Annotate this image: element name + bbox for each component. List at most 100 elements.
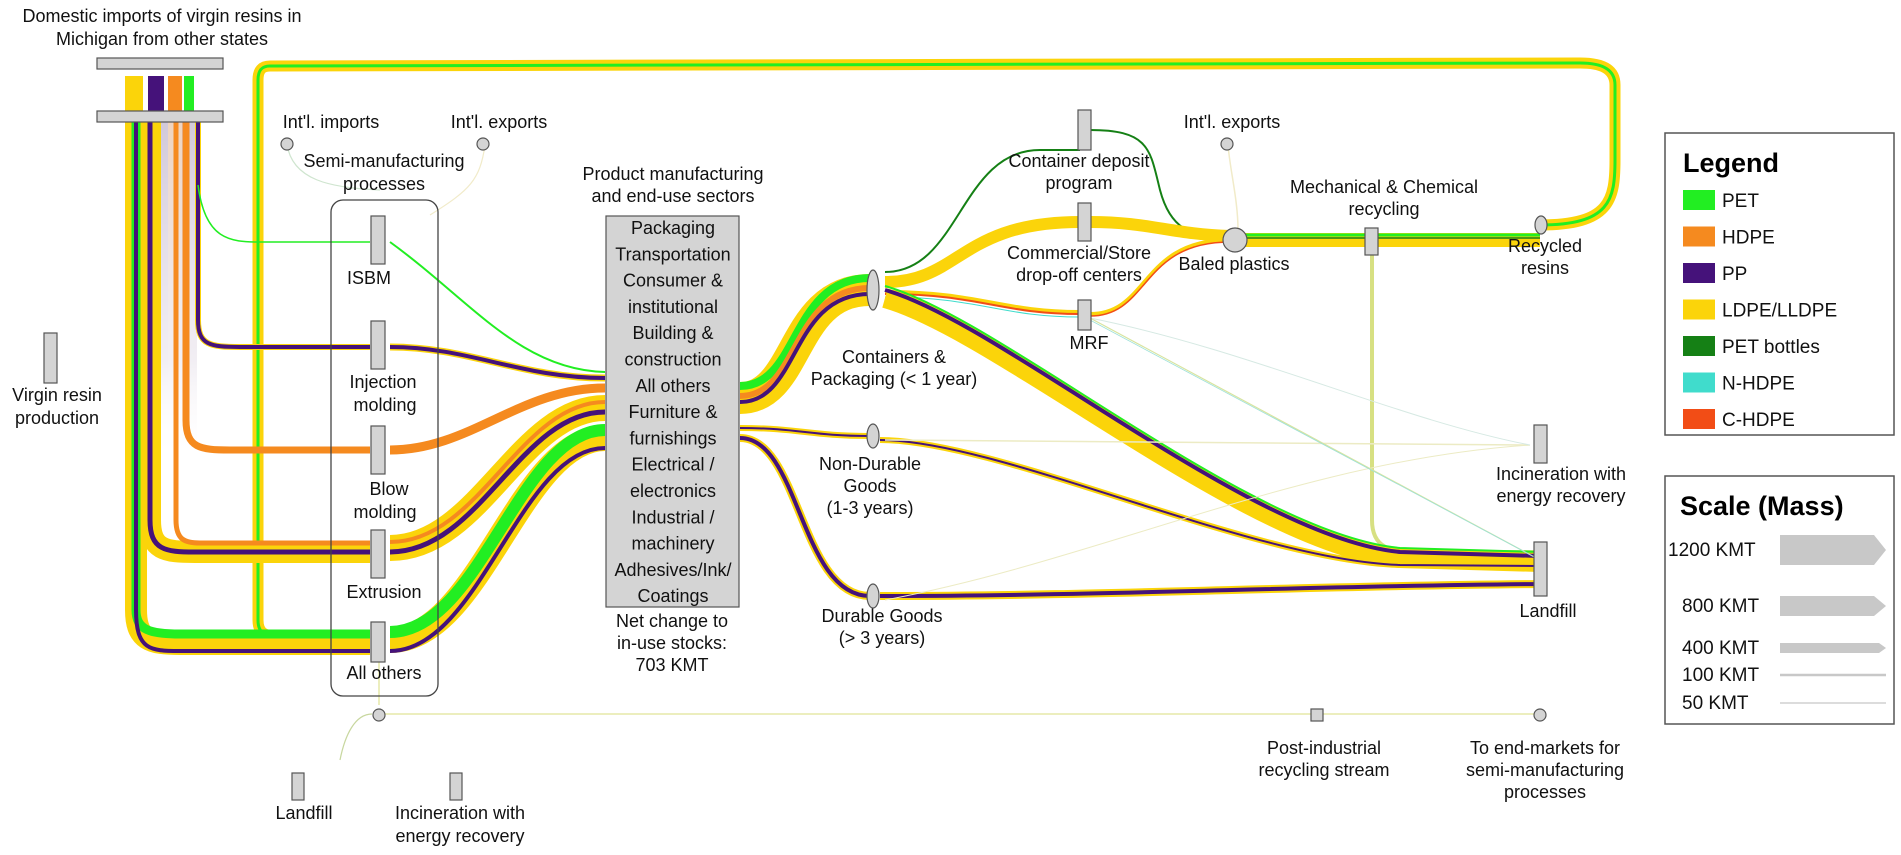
node-mrf xyxy=(1077,299,1092,331)
node-intl-exports-2 xyxy=(1220,137,1234,151)
label-all-others: All others xyxy=(346,663,421,683)
node-product-manufacturing xyxy=(605,215,740,608)
label-extrusion: Extrusion xyxy=(346,582,421,602)
sector-label: All others xyxy=(635,376,710,396)
node-durable xyxy=(866,583,880,609)
flow-mech-landfill xyxy=(1370,252,1540,554)
semi-manufacturing-group xyxy=(330,199,439,697)
label-incin-right-2: energy recovery xyxy=(1496,486,1625,506)
scale-label: 50 KMT xyxy=(1682,693,1749,714)
flow-mrf-baled-red xyxy=(1089,241,1231,317)
sector-label: Transportation xyxy=(615,244,730,264)
flow-blow-product xyxy=(389,383,606,455)
label-endmarkets-3: processes xyxy=(1504,782,1586,802)
node-isbm xyxy=(370,215,386,265)
node-landfill-bottom xyxy=(291,772,305,801)
label-isbm: ISBM xyxy=(347,268,391,288)
flow-bands xyxy=(125,57,1621,761)
flow-containers-landfill-purple xyxy=(884,288,1541,558)
label-landfill-right: Landfill xyxy=(1519,601,1576,621)
legend-swatch xyxy=(1683,372,1715,393)
legend-swatch xyxy=(1683,409,1715,429)
legend-label: C-HDPE xyxy=(1722,410,1795,431)
node-domestic-imports-bottom xyxy=(96,110,224,123)
legend-swatch xyxy=(1683,336,1715,356)
label-durable-2: (> 3 years) xyxy=(839,628,926,648)
scale-label: 800 KMT xyxy=(1682,596,1759,617)
flow-intl-exports xyxy=(429,144,486,216)
label-net-2: in-use stocks: xyxy=(617,633,727,653)
label-baled: Baled plastics xyxy=(1178,254,1289,274)
label-incin-bottom-2: energy recovery xyxy=(395,826,524,846)
flow-virgin-isbm xyxy=(197,184,370,243)
legend-swatch xyxy=(1683,299,1715,320)
legend-label: PET bottles xyxy=(1722,337,1820,358)
node-intl-exports-1 xyxy=(476,137,490,151)
node-extrusion xyxy=(370,529,386,579)
scale-title: Scale (Mass) xyxy=(1680,491,1844,521)
flow-containers-mrf xyxy=(884,290,1081,314)
sector-label: Consumer & xyxy=(623,271,723,291)
node-blow xyxy=(370,425,386,475)
node-injection xyxy=(370,320,386,370)
sector-label: Electrical / xyxy=(631,455,714,475)
flow-thin-mrf-landfill-2 xyxy=(1089,319,1541,561)
sector-label: Building & xyxy=(632,323,713,343)
legend-swatch xyxy=(1683,190,1715,210)
flow-thin-incin-1 xyxy=(884,439,1531,446)
flow-commercial-baled xyxy=(1089,216,1231,242)
flow-virgin-extrusion-purple xyxy=(147,112,370,555)
label-product-1: Product manufacturing xyxy=(582,164,763,184)
flow-virgin-allothers-purple xyxy=(134,112,370,653)
scale-bar xyxy=(1780,643,1886,653)
label-intl-imports: Int'l. imports xyxy=(283,112,379,132)
flow-mrf-baled xyxy=(1089,238,1231,316)
flow-containers-commercial xyxy=(884,216,1081,288)
virgin-import-strip-orange xyxy=(168,76,182,112)
label-semi-1: Semi-manufacturing xyxy=(303,151,464,171)
scale-bar xyxy=(1780,673,1886,677)
legend-title: Legend xyxy=(1683,148,1779,178)
sector-label: Packaging xyxy=(631,218,715,238)
node-incin-right xyxy=(1533,424,1548,464)
node-semi-outflow xyxy=(372,708,386,722)
flow-virgin-injection-purple xyxy=(196,112,370,349)
label-post-2: recycling stream xyxy=(1258,760,1389,780)
label-mrf: MRF xyxy=(1070,333,1109,353)
legend-swatch xyxy=(1683,263,1715,283)
sector-label: machinery xyxy=(631,534,714,554)
legend-label: HDPE xyxy=(1722,228,1775,249)
node-containers xyxy=(866,269,880,311)
label-endmarkets-2: semi-manufacturing xyxy=(1466,760,1624,780)
label-domestic-imports-2: Michigan from other states xyxy=(56,29,268,49)
label-incin-bottom-1: Incineration with xyxy=(395,803,525,823)
flow-durable-landfill-purple xyxy=(879,582,1541,598)
label-post-1: Post-industrial xyxy=(1267,738,1381,758)
sector-label: Industrial / xyxy=(631,507,714,527)
flow-product-nondurable-purple xyxy=(739,427,871,437)
node-end-markets xyxy=(1533,708,1547,722)
label-nondurable-1: Non-Durable xyxy=(819,454,921,474)
label-endmarkets-1: To end-markets for xyxy=(1470,738,1620,758)
flow-product-containers-purple xyxy=(739,292,871,404)
sector-label: Furniture & xyxy=(628,402,717,422)
label-mech-2: recycling xyxy=(1348,199,1419,219)
sector-label: Coatings xyxy=(637,586,708,606)
legend-label: LDPE/LLDPE xyxy=(1722,301,1837,322)
label-incin-right-1: Incineration with xyxy=(1496,464,1626,484)
label-injection-1: Injection xyxy=(349,372,416,392)
flow-injection-product-purple xyxy=(389,345,606,380)
label-blow-1: Blow xyxy=(369,479,409,499)
sector-label: Adhesives/Ink/ xyxy=(614,560,731,580)
flow-extrusion-product-orange xyxy=(389,400,606,544)
sector-label: institutional xyxy=(628,297,718,317)
node-landfill-right xyxy=(1533,541,1548,597)
scale-label: 400 KMT xyxy=(1682,638,1759,659)
label-nondurable-2: Goods xyxy=(843,476,896,496)
flow-nondurable-landfill xyxy=(879,437,1541,569)
flow-thin-incin-2 xyxy=(884,444,1531,601)
